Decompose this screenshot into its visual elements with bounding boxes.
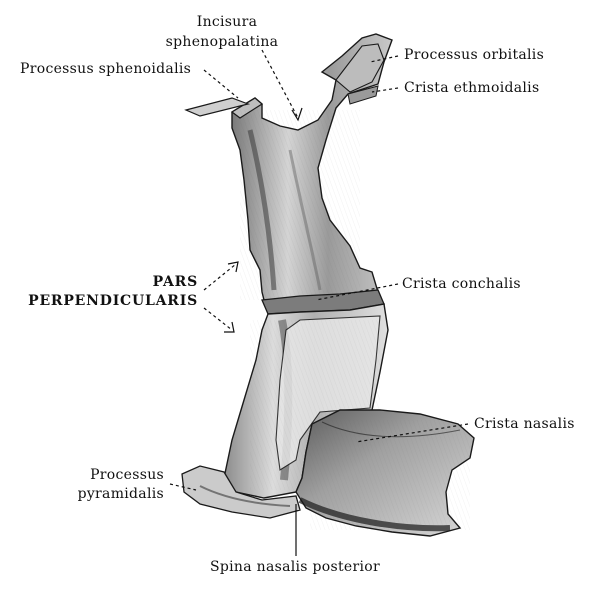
upper-perpendicular-plate (184, 33, 393, 309)
crista-ethmoidalis-label: Crista ethmoidalis (404, 80, 540, 96)
spina-nasalis-posterior-label: Spina nasalis posterior (209, 559, 380, 575)
leader-pyramidalis (169, 483, 197, 491)
crista-conchalis-label: Crista conchalis (402, 276, 521, 292)
leader-pars-upper (203, 263, 237, 291)
processus-pyramidalis-label-line1: Processus (90, 467, 164, 483)
leader-conchalis (315, 283, 399, 301)
pyramidal-process (181, 465, 301, 519)
processus-pyramidalis-label-line2: pyramidalis (77, 486, 164, 502)
leader-nasalis (355, 423, 469, 443)
processus-orbitalis-label: Processus orbitalis (404, 47, 545, 63)
leader-orbitalis (369, 55, 399, 63)
pars-label-line1: PARS (152, 274, 198, 290)
arrow-pars-lower (224, 321, 235, 333)
pars-label-line2: PERPENDICULARIS (28, 293, 198, 309)
crista-nasalis-label: Crista nasalis (474, 416, 575, 432)
leader-ethmoidalis (371, 87, 399, 93)
leader-sphenoidalis (203, 69, 239, 99)
processus-sphenoidalis-label: Processus sphenoidalis (20, 61, 192, 77)
arrow-pars-upper (227, 261, 239, 273)
incisura-label-line1: Incisura (196, 14, 258, 30)
arrow-incisura (291, 107, 303, 122)
incisura-label-line2: sphenopalatina (165, 34, 279, 50)
leader-incisura (261, 49, 299, 119)
leader-lines (169, 49, 469, 556)
leader-pars-lower (203, 307, 233, 331)
horizontal-plate (295, 409, 475, 537)
